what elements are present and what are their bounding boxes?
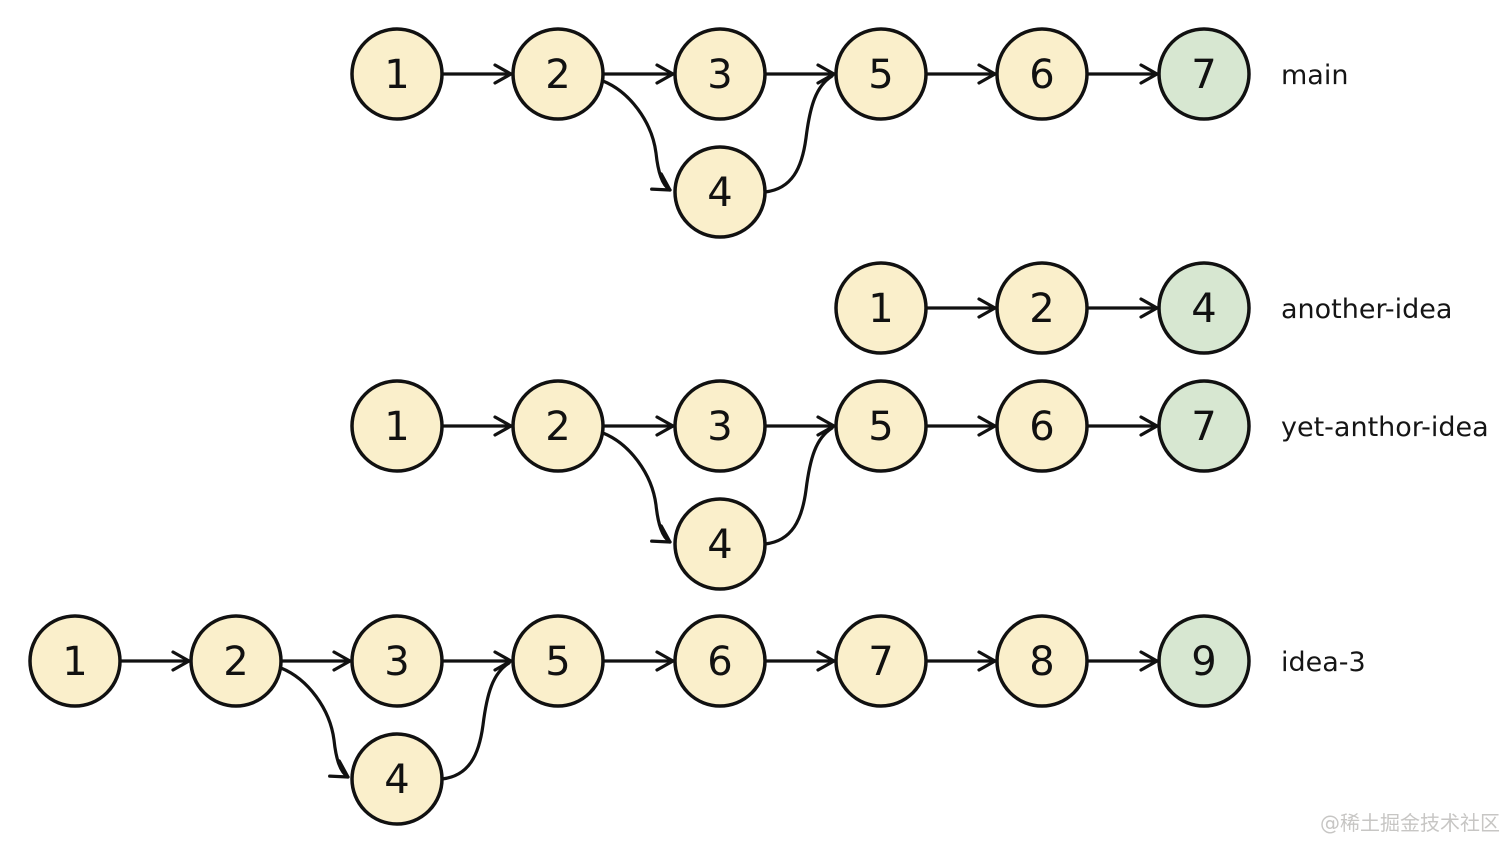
branch-row-main: 1 2 3 5 6 7 4 main <box>350 27 1348 239</box>
commit-node-head: 4 <box>1157 261 1251 355</box>
branch-name-label: main <box>1281 60 1348 91</box>
branch-name-label: another-idea <box>1281 294 1452 325</box>
commit-label: 2 <box>545 404 570 450</box>
commit-node: 6 <box>673 614 767 708</box>
commit-label: 9 <box>1191 639 1216 685</box>
branch-name-label: idea-3 <box>1281 647 1366 678</box>
commit-circle <box>673 27 767 121</box>
commit-node: 6 <box>995 27 1089 121</box>
commit-node-head: 7 <box>1157 379 1251 473</box>
commit-label: 7 <box>1191 52 1216 98</box>
commit-node: 6 <box>995 379 1089 473</box>
commit-label: 1 <box>384 404 409 450</box>
commit-circle <box>673 379 767 473</box>
commit-label: 5 <box>868 52 893 98</box>
commit-node: 5 <box>834 27 928 121</box>
commit-node: 2 <box>511 27 605 121</box>
head-commit-circle <box>1157 261 1251 355</box>
watermark-text: @稀土掘金技术社区 <box>1320 811 1500 835</box>
head-commit-circle <box>1157 379 1251 473</box>
commit-node-branch: 4 <box>673 497 767 591</box>
commit-circle <box>28 614 122 708</box>
commit-node: 3 <box>673 27 767 121</box>
branch-row-another-idea: 1 2 4 another-idea <box>834 261 1452 355</box>
commit-label: 3 <box>707 52 732 98</box>
commit-label: 1 <box>62 639 87 685</box>
commit-label: 2 <box>1029 286 1054 332</box>
commit-circle <box>995 379 1089 473</box>
commit-circle <box>350 27 444 121</box>
commit-label: 1 <box>868 286 893 332</box>
head-commit-circle <box>1157 614 1251 708</box>
edge-merge-curve <box>763 74 834 194</box>
commit-node: 5 <box>834 379 928 473</box>
commit-circle <box>834 614 928 708</box>
commit-label: 4 <box>707 170 732 216</box>
commit-label: 5 <box>545 639 570 685</box>
commit-circle <box>189 614 283 708</box>
commit-label: 6 <box>1029 404 1054 450</box>
branch-row-idea-3: 1 2 3 5 6 7 8 9 <box>28 614 1366 826</box>
commit-node: 2 <box>511 379 605 473</box>
commit-node: 2 <box>995 261 1089 355</box>
commit-circle <box>350 379 444 473</box>
commit-label: 6 <box>707 639 732 685</box>
commit-node: 2 <box>189 614 283 708</box>
commit-label: 4 <box>384 757 409 803</box>
commit-label: 2 <box>545 52 570 98</box>
commit-circle <box>673 614 767 708</box>
commit-label: 4 <box>1191 286 1216 332</box>
commit-node-head: 7 <box>1157 27 1251 121</box>
commit-node: 1 <box>834 261 928 355</box>
commit-circle <box>995 261 1089 355</box>
head-commit-circle <box>1157 27 1251 121</box>
commit-circle <box>995 614 1089 708</box>
commit-circle <box>511 614 605 708</box>
commit-circle <box>995 27 1089 121</box>
commit-circle <box>350 732 444 826</box>
commit-node: 3 <box>350 614 444 708</box>
commit-node: 7 <box>834 614 928 708</box>
commit-label: 5 <box>868 404 893 450</box>
commit-node: 8 <box>995 614 1089 708</box>
commit-label: 1 <box>384 52 409 98</box>
commit-circle <box>834 379 928 473</box>
edge-branch-curve <box>601 431 672 544</box>
commit-node-branch: 4 <box>350 732 444 826</box>
branch-name-label: yet-anthor-idea <box>1281 412 1489 443</box>
commit-node: 3 <box>673 379 767 473</box>
edge-branch-curve <box>601 79 672 192</box>
commit-label: 3 <box>707 404 732 450</box>
commit-node-head: 9 <box>1157 614 1251 708</box>
commit-label: 6 <box>1029 52 1054 98</box>
commit-label: 3 <box>384 639 409 685</box>
commit-label: 2 <box>223 639 248 685</box>
commit-circle <box>350 614 444 708</box>
commit-circle <box>834 261 928 355</box>
edge-branch-curve <box>279 666 350 779</box>
commit-circle <box>673 145 767 239</box>
edge-merge-curve <box>440 661 511 781</box>
commit-node: 1 <box>350 27 444 121</box>
edge-merge-curve <box>763 426 834 546</box>
commit-node: 1 <box>28 614 122 708</box>
commit-circle <box>673 497 767 591</box>
commit-label: 7 <box>1191 404 1216 450</box>
commit-label: 8 <box>1029 639 1054 685</box>
branch-row-yet-anthor-idea: 1 2 3 5 6 7 4 yet-anthor-idea <box>350 379 1489 591</box>
commit-label: 7 <box>868 639 893 685</box>
commit-circle <box>834 27 928 121</box>
commit-label: 4 <box>707 522 732 568</box>
commit-node: 1 <box>350 379 444 473</box>
commit-circle <box>511 27 605 121</box>
commit-node: 5 <box>511 614 605 708</box>
commit-circle <box>511 379 605 473</box>
commit-node-branch: 4 <box>673 145 767 239</box>
